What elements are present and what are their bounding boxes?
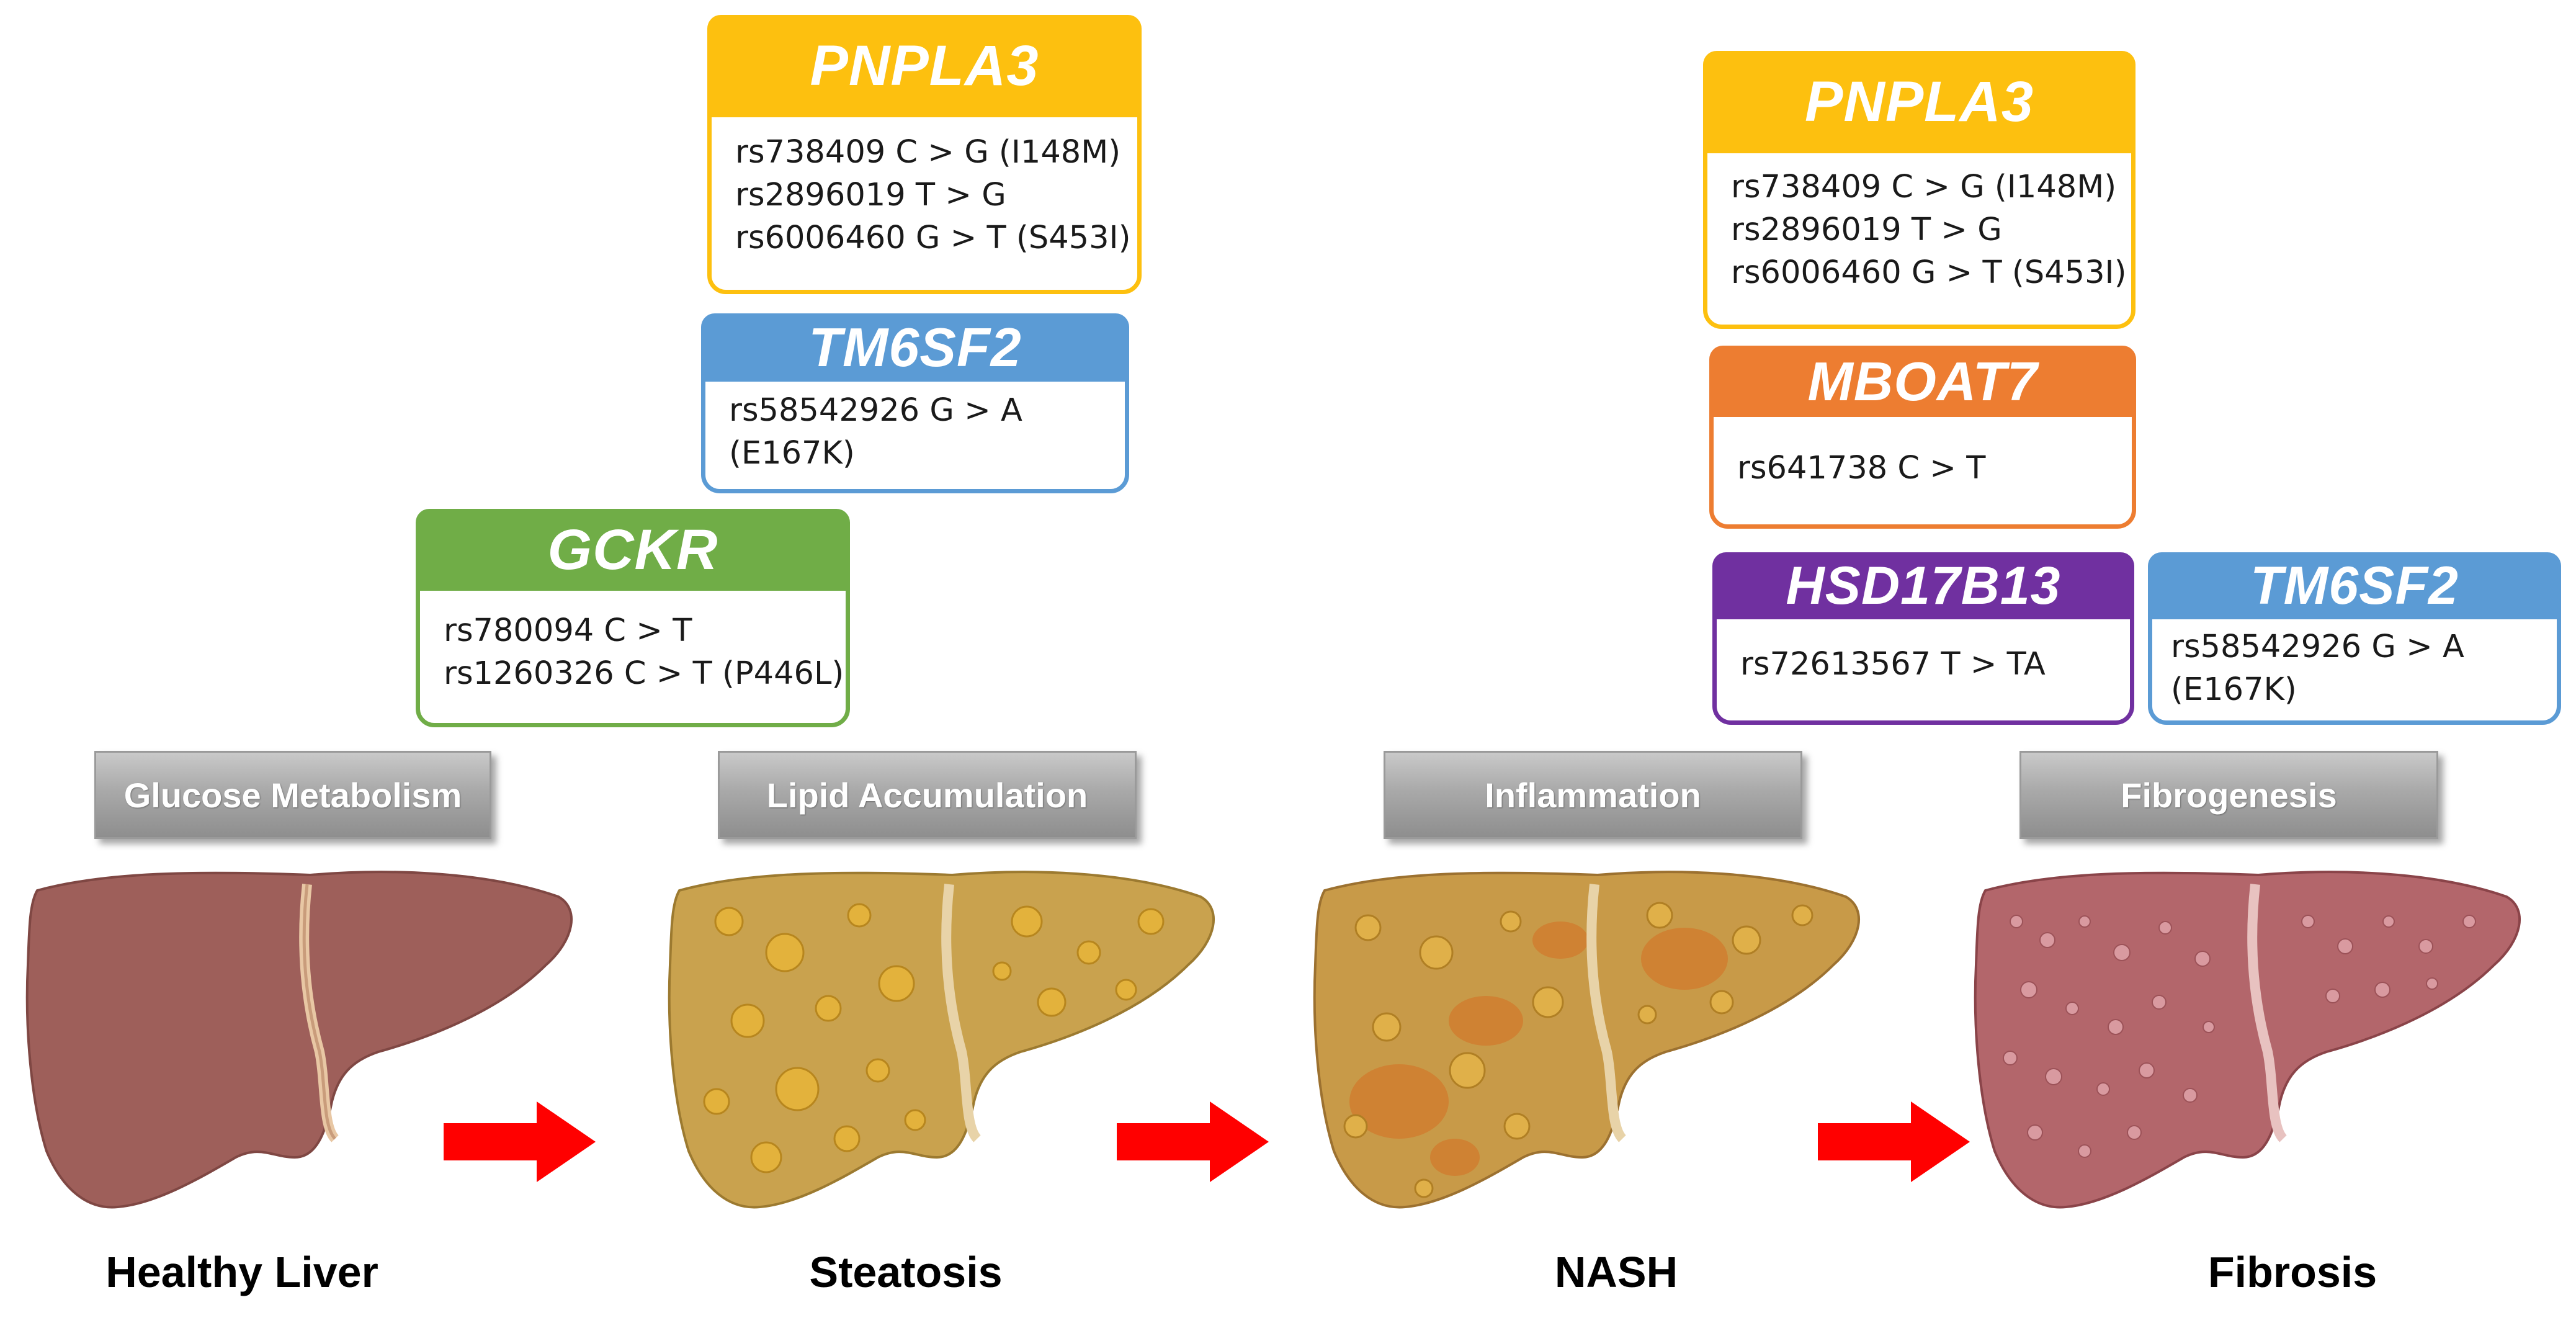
- gene-title: TM6SF2: [701, 313, 1129, 382]
- stage-caption-fibrosis: Fibrosis: [2207, 1248, 2377, 1296]
- gene-variants: rs738409 C > G (I148M) rs2896019 T > G r…: [707, 113, 1142, 294]
- variant-line: rs6006460 G > T (S453I): [1731, 254, 2127, 291]
- liver-fibrosis-icon: [1974, 871, 2521, 1209]
- gene-box-tm6sf2-fibrosis: TM6SF2 rs58542926 G > A (E167K): [2148, 552, 2561, 725]
- gene-variants: rs641738 C > T: [1709, 413, 2136, 529]
- gene-box-mboat7: MBOAT7 rs641738 C > T: [1709, 346, 2136, 529]
- gene-box-pnpla3-nash: PNPLA3 rs738409 C > G (I148M) rs2896019 …: [1703, 51, 2135, 329]
- right-arrow-icon: [1117, 1101, 1269, 1182]
- right-arrow-icon: [1818, 1101, 1970, 1182]
- gene-box-hsd17b13: HSD17B13 rs72613567 T > TA: [1712, 552, 2134, 725]
- gene-title: PNPLA3: [1703, 51, 2135, 153]
- gene-variants: rs738409 C > G (I148M) rs2896019 T > G r…: [1703, 149, 2135, 329]
- variant-line: rs641738 C > T: [1737, 450, 1986, 487]
- gene-title: MBOAT7: [1709, 346, 2136, 417]
- gene-title: PNPLA3: [707, 15, 1142, 117]
- variant-line: rs72613567 T > TA: [1740, 646, 2046, 683]
- variant-line: rs1260326 C > T (P446L): [444, 655, 844, 692]
- right-arrow-icon: [444, 1101, 596, 1182]
- process-label-fibrogenesis: Fibrogenesis: [2019, 751, 2438, 839]
- process-label-lipid-accumulation: Lipid Accumulation: [718, 751, 1137, 839]
- process-label-glucose-metabolism: Glucose Metabolism: [94, 751, 491, 839]
- gene-box-tm6sf2-steatosis: TM6SF2 rs58542926 G > A (E167K): [701, 313, 1129, 493]
- variant-line: rs738409 C > G (I148M): [735, 134, 1121, 171]
- variant-line: rs58542926 G > A: [729, 392, 1022, 429]
- gene-variants: rs58542926 G > A (E167K): [2148, 615, 2561, 725]
- liver-steatosis-icon: [668, 871, 1215, 1209]
- variant-line: (E167K): [729, 435, 855, 472]
- gene-variants: rs58542926 G > A (E167K): [701, 377, 1129, 493]
- liver-healthy-icon: [25, 871, 573, 1209]
- variant-line: rs6006460 G > T (S453I): [735, 220, 1131, 256]
- variant-line: rs780094 C > T: [444, 612, 692, 649]
- stage-caption-nash: NASH: [1554, 1248, 1678, 1296]
- gene-title: TM6SF2: [2148, 552, 2561, 619]
- variant-line: rs2896019 T > G: [1731, 212, 2002, 248]
- variant-line: rs738409 C > G (I148M): [1731, 169, 2117, 205]
- process-label-inflammation: Inflammation: [1384, 751, 1802, 839]
- gene-title: HSD17B13: [1712, 552, 2134, 619]
- liver-nash-icon: [1313, 871, 1860, 1209]
- gene-title: GCKR: [416, 509, 850, 591]
- variant-line: rs2896019 T > G: [735, 177, 1006, 213]
- stage-caption-steatosis: Steatosis: [809, 1248, 1003, 1296]
- gene-box-pnpla3-steatosis: PNPLA3 rs738409 C > G (I148M) rs2896019 …: [707, 15, 1142, 294]
- variant-line: rs58542926 G > A: [2171, 629, 2464, 665]
- gene-box-gckr: GCKR rs780094 C > T rs1260326 C > T (P44…: [416, 509, 850, 727]
- variant-line: (E167K): [2171, 671, 2297, 708]
- gene-variants: rs72613567 T > TA: [1712, 615, 2134, 725]
- gene-variants: rs780094 C > T rs1260326 C > T (P446L): [416, 586, 850, 727]
- stage-caption-healthy-liver: Healthy Liver: [105, 1248, 378, 1296]
